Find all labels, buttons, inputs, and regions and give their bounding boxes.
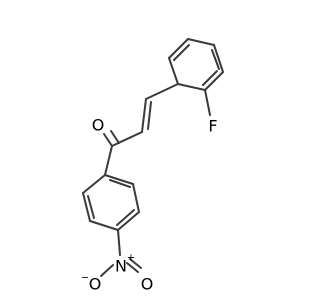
bond: [141, 98, 147, 133]
enone-chain: [103, 83, 179, 147]
inner-bond: [173, 44, 190, 61]
carbonyl-bond: [103, 133, 113, 147]
bond: [104, 174, 134, 185]
bond: [213, 44, 224, 73]
inner-bond: [109, 179, 131, 188]
fluorophenyl-ring: [168, 38, 224, 91]
bond: [126, 262, 139, 273]
inner-bond: [87, 195, 95, 219]
bond: [82, 174, 106, 194]
structural-formula: F O N + O − O: [81, 38, 224, 294]
nitro-group: [100, 229, 142, 277]
inner-bond: [211, 49, 220, 70]
bond: [117, 211, 140, 231]
bond: [89, 220, 119, 231]
bond: [100, 264, 114, 277]
nitrogen-label: N: [115, 257, 127, 276]
bond: [132, 183, 140, 213]
bond: [168, 38, 189, 59]
bond: [145, 83, 179, 100]
bond: [187, 38, 215, 46]
nitro-oxygen-left-charge: −: [81, 273, 89, 284]
bond: [82, 192, 91, 222]
inner-bond: [116, 209, 135, 226]
nitrophenyl-ring: [82, 145, 140, 231]
carbonyl-oxygen-label: O: [92, 116, 105, 135]
fluorine-bond: [204, 89, 211, 116]
carbonyl-bond: [110, 130, 120, 144]
inner-bond: [202, 70, 218, 86]
nitrogen-charge: +: [127, 253, 135, 264]
bond: [129, 258, 142, 269]
nitro-oxygen-left-label: O: [89, 275, 102, 294]
bond: [104, 145, 113, 176]
nitro-oxygen-right-label: O: [141, 275, 154, 294]
bond: [177, 83, 206, 91]
bond: [204, 71, 224, 91]
bond: [111, 131, 143, 147]
double-bond-inner: [147, 101, 152, 130]
bond: [117, 229, 121, 256]
bond: [168, 57, 179, 85]
fluorine-label: F: [208, 117, 217, 136]
